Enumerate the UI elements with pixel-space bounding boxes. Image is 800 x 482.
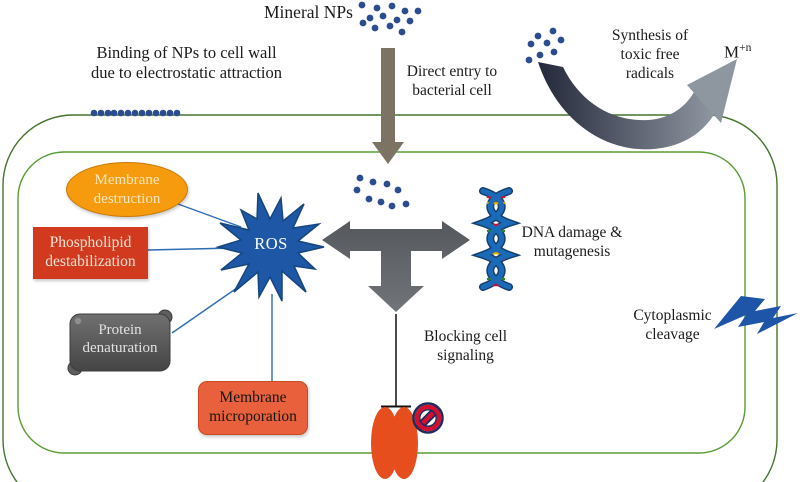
membrane-destruction-node: Membrane destruction: [66, 162, 188, 217]
dna-damage-label: DNA damage & mutagenesis: [521, 224, 623, 260]
membrane-microporation-label: Membrane microporation: [209, 389, 297, 425]
inhibition-line: [381, 314, 411, 408]
protein-denaturation-label: Protein denaturation: [82, 322, 158, 357]
membrane-destruction-label: Membrane destruction: [93, 172, 161, 207]
binding-label: Binding of NPs to cell wall due to elect…: [90, 43, 283, 83]
blocking-signaling-label: Blocking cell signaling: [423, 328, 508, 364]
direct-entry-label: Direct entry to bacterial cell: [406, 63, 498, 99]
free-radical-curved-arrow: [538, 59, 737, 150]
metal-ion-superscript: +n: [739, 41, 752, 54]
np-dots-cluster-top: [358, 1, 422, 36]
membrane-channel-protein: [371, 407, 418, 479]
metal-ion-label: M+n: [724, 41, 751, 63]
three-way-arrow: [322, 221, 470, 312]
diagram-title: Mineral NPs: [264, 2, 353, 22]
prohibition-icon: [412, 402, 444, 434]
np-dots-cluster-radical: [525, 27, 565, 64]
ros-starburst: [215, 192, 325, 302]
membrane-microporation-node: Membrane microporation: [198, 381, 308, 435]
dna-helix: [470, 187, 522, 291]
phospholipid-destabilization-node: Phospholipid destabilization: [33, 227, 148, 279]
metal-ion-base: M: [724, 42, 740, 62]
lightning-bolt-icon: [714, 296, 798, 334]
direct-entry-arrow: [372, 48, 404, 164]
np-dots-cluster-cytoplasm: [353, 174, 410, 210]
synthesis-label: Synthesis of toxic free radicals: [611, 27, 689, 82]
cytoplasmic-cleavage-label: Cytoplasmic cleavage: [633, 307, 712, 343]
ros-label: ROS: [254, 234, 288, 253]
protein-denaturation-shape: [67, 309, 173, 376]
np-dots-on-wall: [90, 109, 181, 117]
phospholipid-destabilization-label: Phospholipid destabilization: [45, 234, 136, 270]
